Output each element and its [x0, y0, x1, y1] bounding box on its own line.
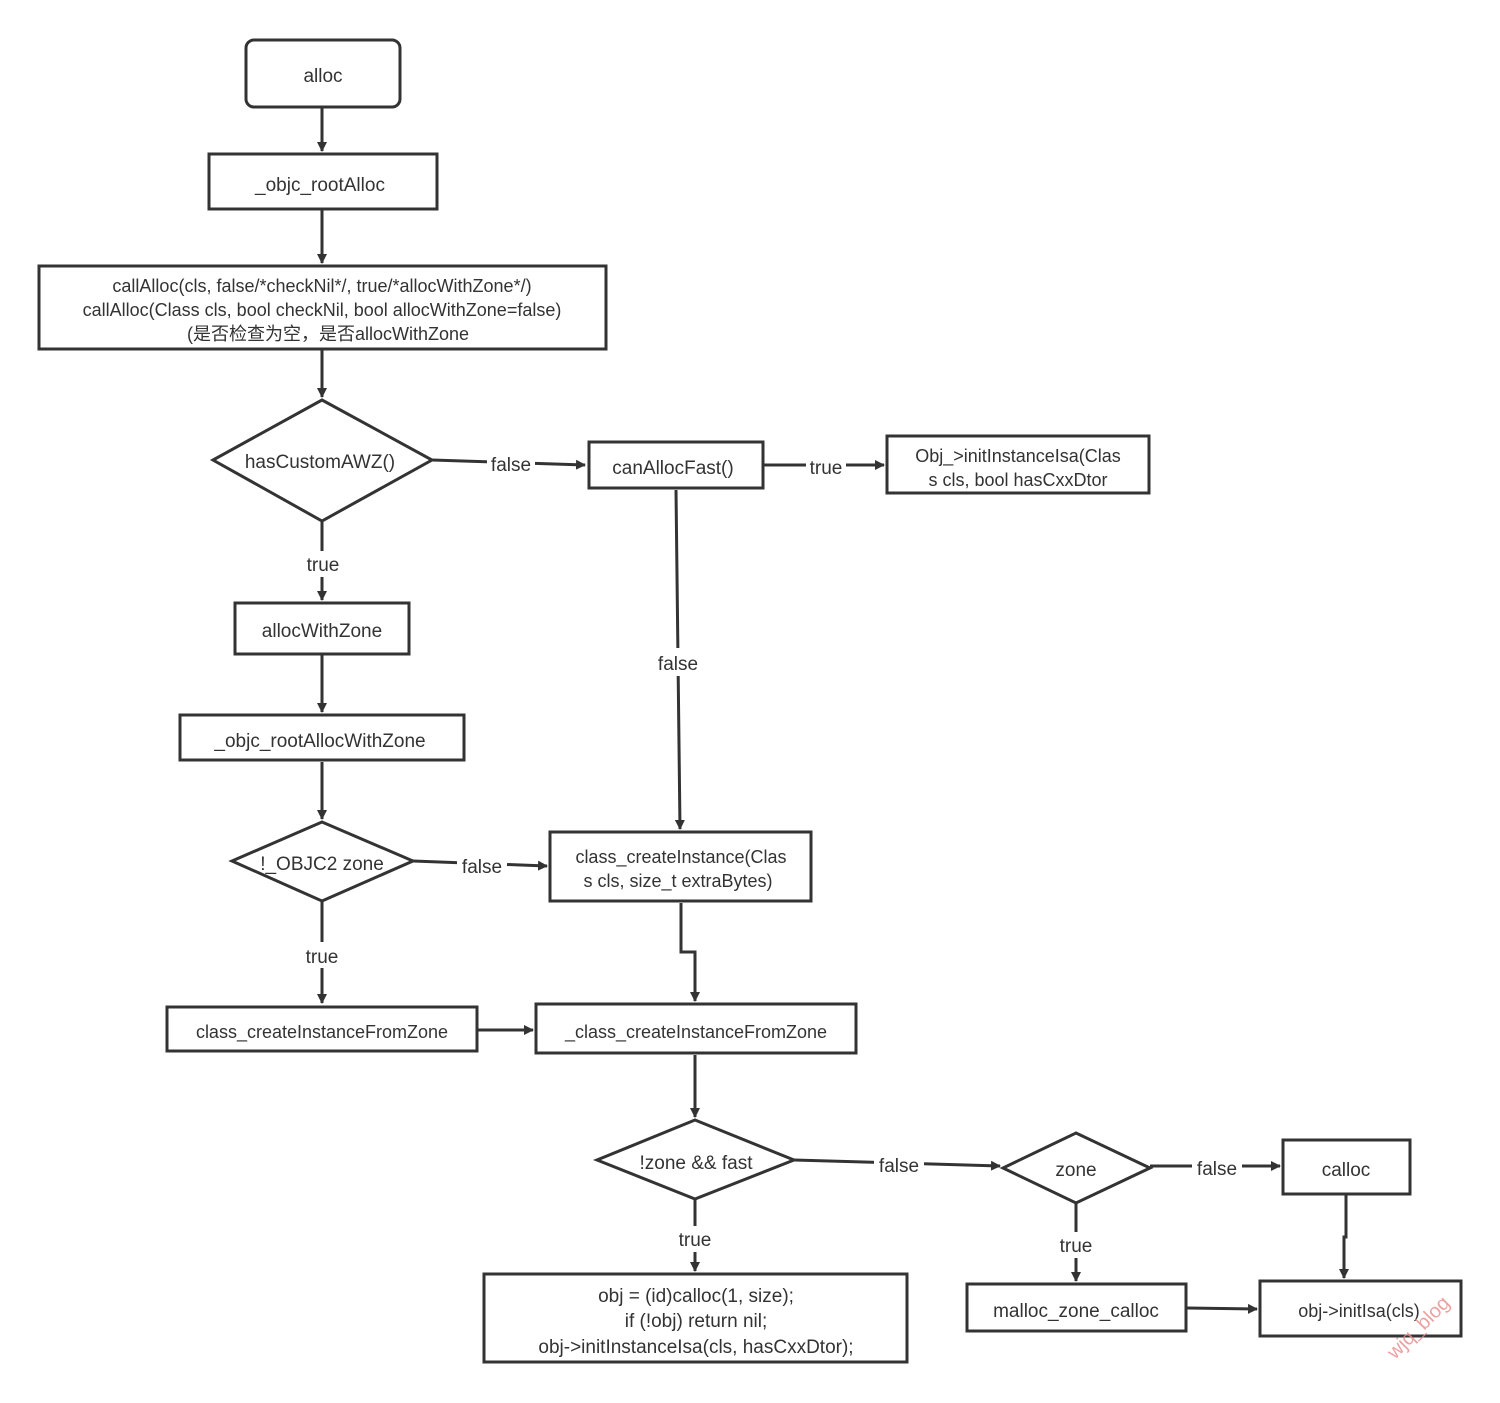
node-class-createinstance-line1: class_createInstance(Clas	[575, 847, 786, 868]
node-objc-rootalloc-label: _objc_rootAlloc	[254, 175, 385, 196]
label-zonefast-true: true	[679, 1230, 712, 1251]
edge-createinstance-_fromzone	[679, 903, 700, 1002]
label-zone-false: false	[1197, 1159, 1237, 1180]
node-objc-rootallocwithzone: _objc_rootAllocWithZone	[178, 713, 466, 762]
node-callalloc-line1: callAlloc(cls, false/*checkNil*/, true/*…	[112, 276, 531, 296]
node-canallocfast: canAllocFast()	[587, 440, 765, 490]
label-objc2-true: true	[306, 947, 339, 968]
edge-labels: false true true false false true false t…	[300, 452, 1242, 1258]
node-obj-calloc: obj = (id)calloc(1, size); if (!obj) ret…	[482, 1272, 909, 1364]
node-initinstanceisa: Obj_>initInstanceIsa(Clas s cls, bool ha…	[885, 434, 1151, 495]
node-malloc-zone-calloc: malloc_zone_calloc	[965, 1282, 1188, 1333]
node-obj-calloc-line1: obj = (id)calloc(1, size);	[598, 1286, 794, 1307]
node-zone-label: zone	[1055, 1160, 1096, 1181]
label-awz-true: true	[307, 555, 340, 576]
node-class-createinstancefromzone: class_createInstanceFromZone	[165, 1005, 479, 1053]
node-initisa: obj->initIsa(cls)	[1258, 1279, 1463, 1338]
node-malloc-zone-calloc-label: malloc_zone_calloc	[993, 1301, 1159, 1322]
node-calloc-label: calloc	[1322, 1160, 1371, 1181]
node-initinstanceisa-line1: Obj_>initInstanceIsa(Clas	[915, 446, 1121, 467]
node-hascustomawz: hasCustomAWZ()	[209, 398, 436, 523]
node-class-createinstance: class_createInstance(Clas s cls, size_t …	[548, 830, 813, 903]
label-fast-false: false	[658, 654, 698, 675]
label-objc2-false: false	[462, 857, 502, 878]
node-class-createinstance-line2: s cls, size_t extraBytes)	[583, 871, 772, 892]
node-zone-fast-label: !zone && fast	[639, 1153, 753, 1174]
label-zonefast-false: false	[879, 1156, 919, 1177]
node-obj-calloc-line3: obj->initInstanceIsa(cls, hasCxxDtor);	[538, 1337, 853, 1358]
node-objc-rootallocwithzone-label: _objc_rootAllocWithZone	[213, 731, 425, 752]
node-allocwithzone-label: allocWithZone	[262, 621, 382, 642]
node-objc2-zone: !_OBJC2 zone	[228, 820, 417, 903]
node-allocwithzone: allocWithZone	[233, 601, 411, 656]
node-callalloc-line3: (是否检查为空，是否allocWithZone	[187, 324, 469, 344]
node-zone-fast: !zone && fast	[592, 1118, 799, 1201]
node-initisa-label: obj->initIsa(cls)	[1298, 1301, 1420, 1321]
node-hascustomawz-label: hasCustomAWZ()	[245, 452, 395, 473]
node-zone: zone	[999, 1131, 1154, 1205]
node-alloc: alloc	[244, 38, 402, 109]
label-awz-false: false	[491, 455, 531, 476]
node-_class-createinstancefromzone-label: _class_createInstanceFromZone	[564, 1022, 827, 1043]
node-alloc-label: alloc	[303, 66, 342, 87]
node-callalloc: callAlloc(cls, false/*checkNil*/, true/*…	[37, 264, 608, 351]
label-fast-true: true	[810, 458, 843, 479]
node-canallocfast-label: canAllocFast()	[612, 458, 733, 479]
node-calloc: calloc	[1281, 1138, 1412, 1196]
node-callalloc-line2: callAlloc(Class cls, bool checkNil, bool…	[83, 300, 562, 320]
node-objc2-zone-label: !_OBJC2 zone	[260, 854, 384, 875]
node-initinstanceisa-line2: s cls, bool hasCxxDtor	[928, 470, 1107, 490]
node-class-createinstancefromzone-label: class_createInstanceFromZone	[196, 1022, 448, 1043]
node-objc-rootalloc: _objc_rootAlloc	[207, 152, 439, 211]
label-zone-true: true	[1060, 1236, 1093, 1257]
edge-calloc-initisa	[1339, 1195, 1349, 1279]
edge-malloc-initisa	[1186, 1303, 1258, 1314]
node-obj-calloc-line2: if (!obj) return nil;	[625, 1311, 768, 1332]
node-_class-createinstancefromzone: _class_createInstanceFromZone	[534, 1002, 858, 1055]
